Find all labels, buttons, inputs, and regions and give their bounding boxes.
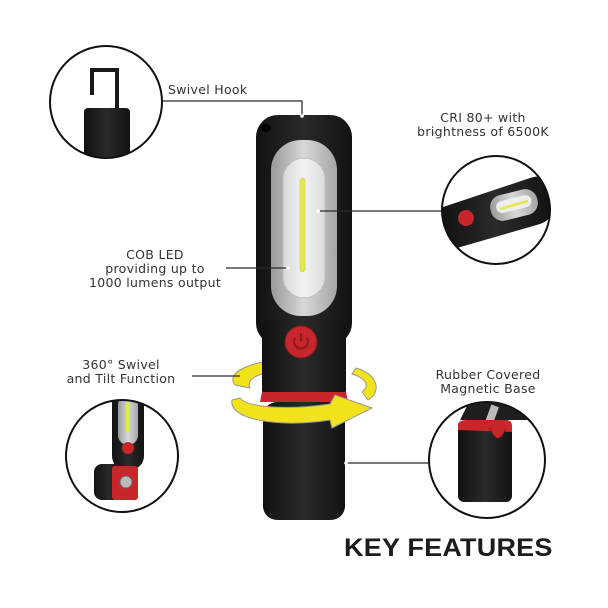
feature-label-swivel-hook: Swivel Hook bbox=[168, 83, 247, 97]
label-line: Swivel Hook bbox=[168, 82, 248, 97]
feature-label-cri: CRI 80+ with brightness of 6500K bbox=[408, 111, 558, 139]
feature-label-magnetic-base: Rubber Covered Magnetic Base bbox=[426, 368, 550, 396]
label-line: CRI 80+ with bbox=[440, 110, 526, 125]
label-line: Rubber Covered bbox=[435, 367, 541, 382]
label-line: and Tilt Function bbox=[66, 371, 176, 386]
label-line: 1000 lumens output bbox=[88, 275, 222, 290]
label-line: providing up to bbox=[105, 261, 205, 276]
torch-body bbox=[256, 115, 352, 520]
label-line: 360° Swivel bbox=[82, 357, 160, 372]
swivel-hook-detail bbox=[84, 68, 130, 158]
feature-label-swivel-tilt: 360° Swivel and Tilt Function bbox=[54, 358, 188, 386]
cri-detail bbox=[442, 176, 550, 250]
label-line: Magnetic Base bbox=[440, 381, 536, 396]
page-title: KEY FEATURES bbox=[344, 534, 553, 562]
label-line: COB LED bbox=[126, 247, 184, 262]
magnetic-base-detail bbox=[458, 402, 540, 502]
swivel-arrow-front bbox=[231, 367, 377, 429]
swivel-tilt-detail bbox=[94, 400, 144, 500]
callout-lines bbox=[162, 100, 442, 464]
label-line: brightness of 6500K bbox=[417, 124, 549, 139]
feature-label-cob-led: COB LED providing up to 1000 lumens outp… bbox=[80, 248, 230, 290]
